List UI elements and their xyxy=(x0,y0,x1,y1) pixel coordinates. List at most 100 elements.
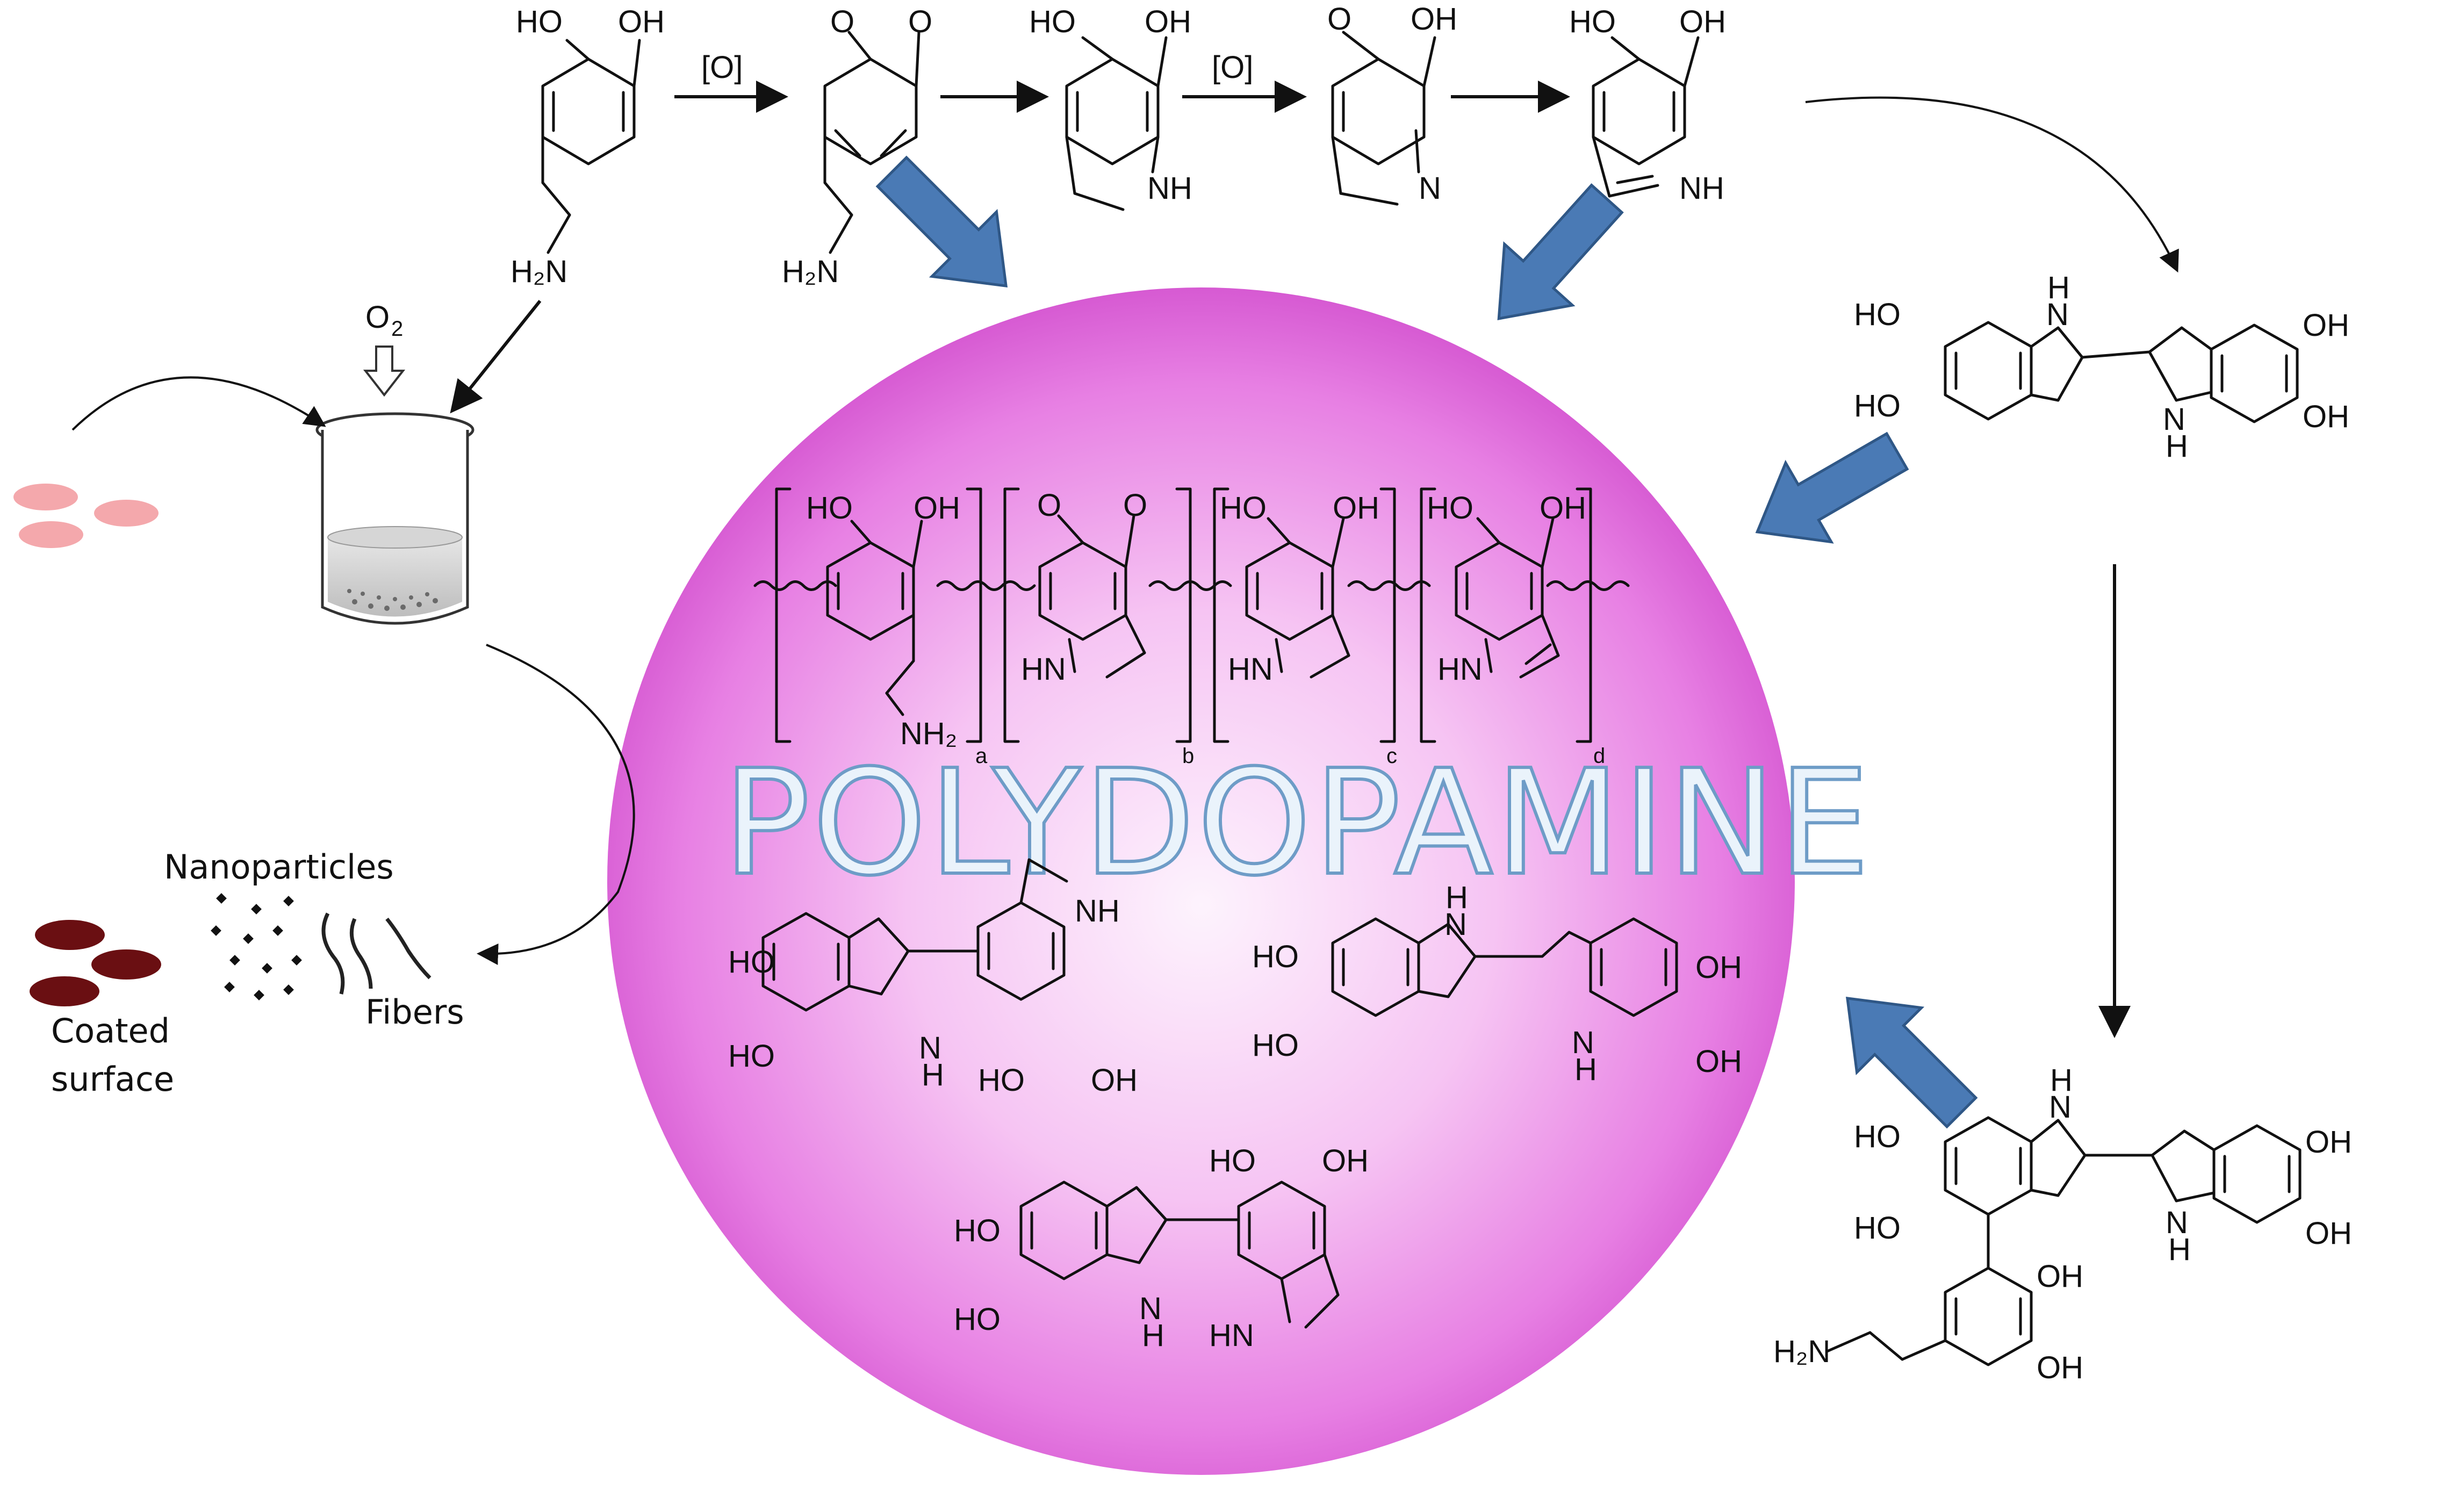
ll-n: N xyxy=(919,1031,941,1065)
adduct-oh-3: OH xyxy=(2037,1259,2083,1294)
adduct-ho-1: HO xyxy=(1854,1119,1901,1154)
lr-ho-2: HO xyxy=(1252,1028,1299,1063)
adduct-h-2: H xyxy=(2168,1232,2191,1267)
leuco-ho: HO xyxy=(1029,4,1076,39)
dopaminechrome-molecule: O OH N xyxy=(1327,2,1457,206)
unit-a-oh: OH xyxy=(914,491,960,525)
dopamine-oh: OH xyxy=(618,4,665,39)
b-oh: OH xyxy=(1322,1143,1369,1178)
dimer-h-2: H xyxy=(2166,429,2188,464)
unit-c-hn: HN xyxy=(1228,652,1273,687)
block-arrow-right-lower xyxy=(1845,996,1978,1129)
oxidation-label-2: [O] xyxy=(1212,50,1253,85)
leuco-nh: NH xyxy=(1147,171,1192,206)
dhi-dopamine-adduct-molecule: HO HO H N N H OH OH OH OH H₂N xyxy=(1773,1063,2352,1385)
dimer-oh-1: OH xyxy=(2303,308,2349,343)
beaker-sediment xyxy=(347,589,438,611)
adduct-oh-4: OH xyxy=(2037,1350,2083,1385)
dopamine-to-beaker-arrow xyxy=(450,300,542,414)
dopamine-ho: HO xyxy=(516,4,563,39)
unit-c-subscript: c xyxy=(1386,744,1397,768)
dhi-dimer-molecule: HO HO H N N H OH OH xyxy=(1854,270,2349,464)
unit-a-subscript: a xyxy=(975,744,988,768)
sphere-structure-lower-left: HO HO N H NH HO OH xyxy=(728,858,1138,1098)
nanoparticles-label: Nanoparticles xyxy=(164,847,394,887)
ll-ho-3: HO xyxy=(978,1063,1025,1098)
dhi-nh: NH xyxy=(1679,171,1724,206)
title-polydopamine: POLYDOPAMINE xyxy=(723,738,1872,908)
lr-n: N xyxy=(1444,907,1467,942)
b-hn: HN xyxy=(1209,1318,1254,1353)
adduct-n-2: N xyxy=(2166,1205,2188,1240)
oxygen-subscript: 2 xyxy=(391,317,403,341)
dopaquinone-o-left: O xyxy=(830,4,854,39)
oxygen-arrow xyxy=(363,345,406,397)
b-ho-1: HO xyxy=(954,1213,1001,1248)
unit-b-subscript: b xyxy=(1182,744,1194,768)
block-arrow-top-left xyxy=(875,155,1008,288)
leucodopaminechrome-molecule: HO OH NH xyxy=(1029,4,1192,211)
unit-c-ho: HO xyxy=(1220,491,1267,525)
adduct-h2n: H₂N xyxy=(1773,1334,1830,1369)
unit-d-hn: HN xyxy=(1437,652,1483,687)
dopaquinone-molecule: O O H₂N xyxy=(782,4,932,289)
dihydroxyindole-molecule: HO OH NH xyxy=(1569,4,1726,206)
adduct-oh-1: OH xyxy=(2305,1125,2352,1160)
unit-a-ho: HO xyxy=(806,491,853,525)
lr-h: H xyxy=(1446,880,1468,915)
beaker xyxy=(315,412,474,625)
lr-n-2: N xyxy=(1572,1025,1594,1060)
b-ho-2: HO xyxy=(954,1302,1001,1337)
curve-from-beaker xyxy=(477,644,635,965)
sphere-structure-lower-right: HO HO H N N H OH OH xyxy=(1252,880,1742,1087)
oxygen-label: O xyxy=(365,300,390,335)
block-arrow-top-right xyxy=(1497,183,1624,320)
dopaminechrome-n: N xyxy=(1419,171,1441,206)
fibers-illustration xyxy=(321,912,432,995)
ll-oh: OH xyxy=(1091,1063,1138,1098)
block-arrow-right-upper xyxy=(1755,431,1909,544)
unit-d-ho: HO xyxy=(1427,491,1473,525)
ll-ho-2: HO xyxy=(728,1039,775,1074)
dopaquinone-h2n: H₂N xyxy=(782,254,839,289)
leuco-oh: OH xyxy=(1145,4,1191,39)
adduct-h-1: H xyxy=(2050,1063,2073,1098)
b-ho-3: HO xyxy=(1209,1143,1256,1178)
unit-c-oh: OH xyxy=(1333,491,1379,525)
adduct-n-1: N xyxy=(2049,1090,2072,1125)
dopamine-molecule: HO OH H₂N xyxy=(510,4,665,289)
curved-arrow-to-dimer xyxy=(1805,96,2179,273)
b-n: N xyxy=(1139,1291,1162,1326)
dimer-h-1: H xyxy=(2047,270,2070,305)
dimer-ho-1: HO xyxy=(1854,297,1901,332)
nanoparticles-cluster xyxy=(211,893,302,1000)
unit-a-nh2: NH₂ xyxy=(900,716,957,751)
b-h: H xyxy=(1142,1318,1164,1353)
lr-h-2: H xyxy=(1574,1052,1597,1087)
substrate-pink xyxy=(13,484,159,548)
adduct-oh-2: OH xyxy=(2305,1216,2352,1251)
fibers-label: Fibers xyxy=(365,992,464,1032)
dopaquinone-o-right: O xyxy=(908,4,932,39)
dopamine-h2n: H₂N xyxy=(510,254,567,289)
dimer-n-2: N xyxy=(2163,402,2185,437)
unit-b-o-right: O xyxy=(1123,488,1147,523)
polymer-repeat-units: HO OH NH₂ a O O HN b HO OH HN c xyxy=(753,487,1630,768)
ll-h: H xyxy=(922,1057,944,1092)
unit-d-oh: OH xyxy=(1540,491,1586,525)
dimer-oh-2: OH xyxy=(2303,399,2349,434)
dhi-ho: HO xyxy=(1569,4,1616,39)
curve-to-beaker xyxy=(71,376,326,431)
lr-oh-2: OH xyxy=(1695,1044,1742,1079)
coated-label-line1: Coated xyxy=(51,1011,170,1050)
unit-d-subscript: d xyxy=(1593,744,1605,768)
ll-nh: NH xyxy=(1075,894,1120,928)
adduct-ho-2: HO xyxy=(1854,1211,1901,1245)
ll-ho-1: HO xyxy=(728,945,775,980)
sphere-structure-bottom: HO HO N H HO OH HN xyxy=(954,1143,1369,1353)
dimer-n-1: N xyxy=(2046,297,2069,332)
dhi-oh: OH xyxy=(1679,4,1726,39)
coated-label-line2: surface xyxy=(51,1060,174,1099)
